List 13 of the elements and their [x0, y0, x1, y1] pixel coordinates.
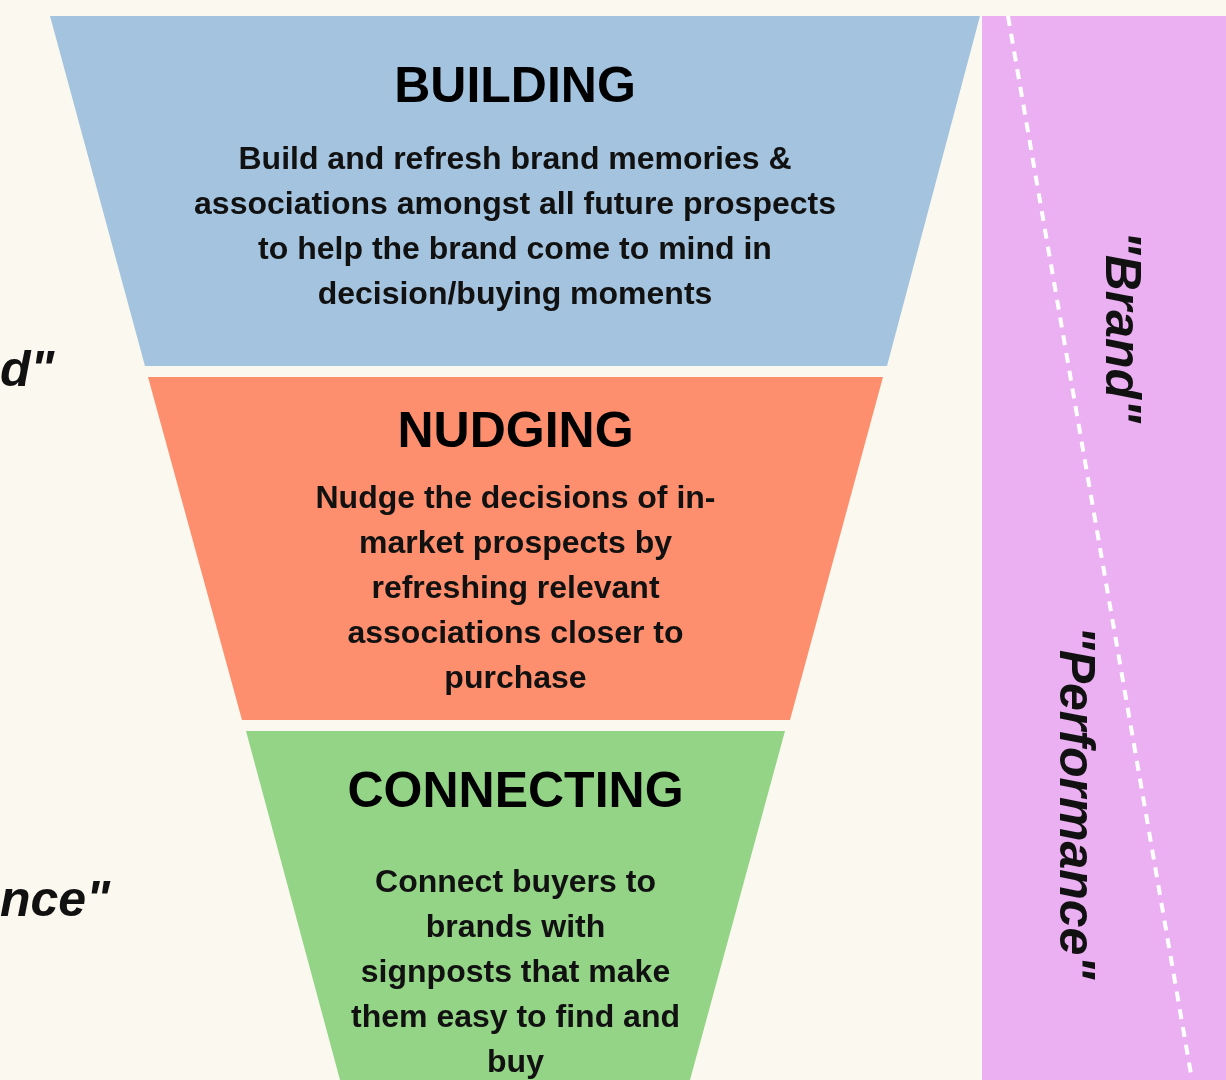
rotated-label: "Brand": [1094, 231, 1152, 423]
tier-heading: BUILDING: [393, 56, 637, 114]
tier-description: Nudge the decisions of in-market prospects by refreshing relevant associations closer to purchase: [314, 478, 717, 697]
tier-description: Build and refresh brand memories & associations amongst all future prospects to help the brand come to mind in decision/buying moments: [193, 139, 837, 313]
funnel-tier: [246, 731, 785, 1080]
tier-description: Connect buyers to brands with signposts that make them easy to find and buy: [350, 862, 681, 1080]
side-label: d": [0, 340, 55, 398]
funnel-tier: [148, 377, 883, 720]
tier-heading: CONNECTING: [346, 761, 685, 819]
tier-heading: NUDGING: [396, 401, 635, 459]
rotated-label: "Performance": [1048, 626, 1106, 980]
side-label: nce": [0, 870, 110, 928]
side-panel: [982, 16, 1226, 1080]
